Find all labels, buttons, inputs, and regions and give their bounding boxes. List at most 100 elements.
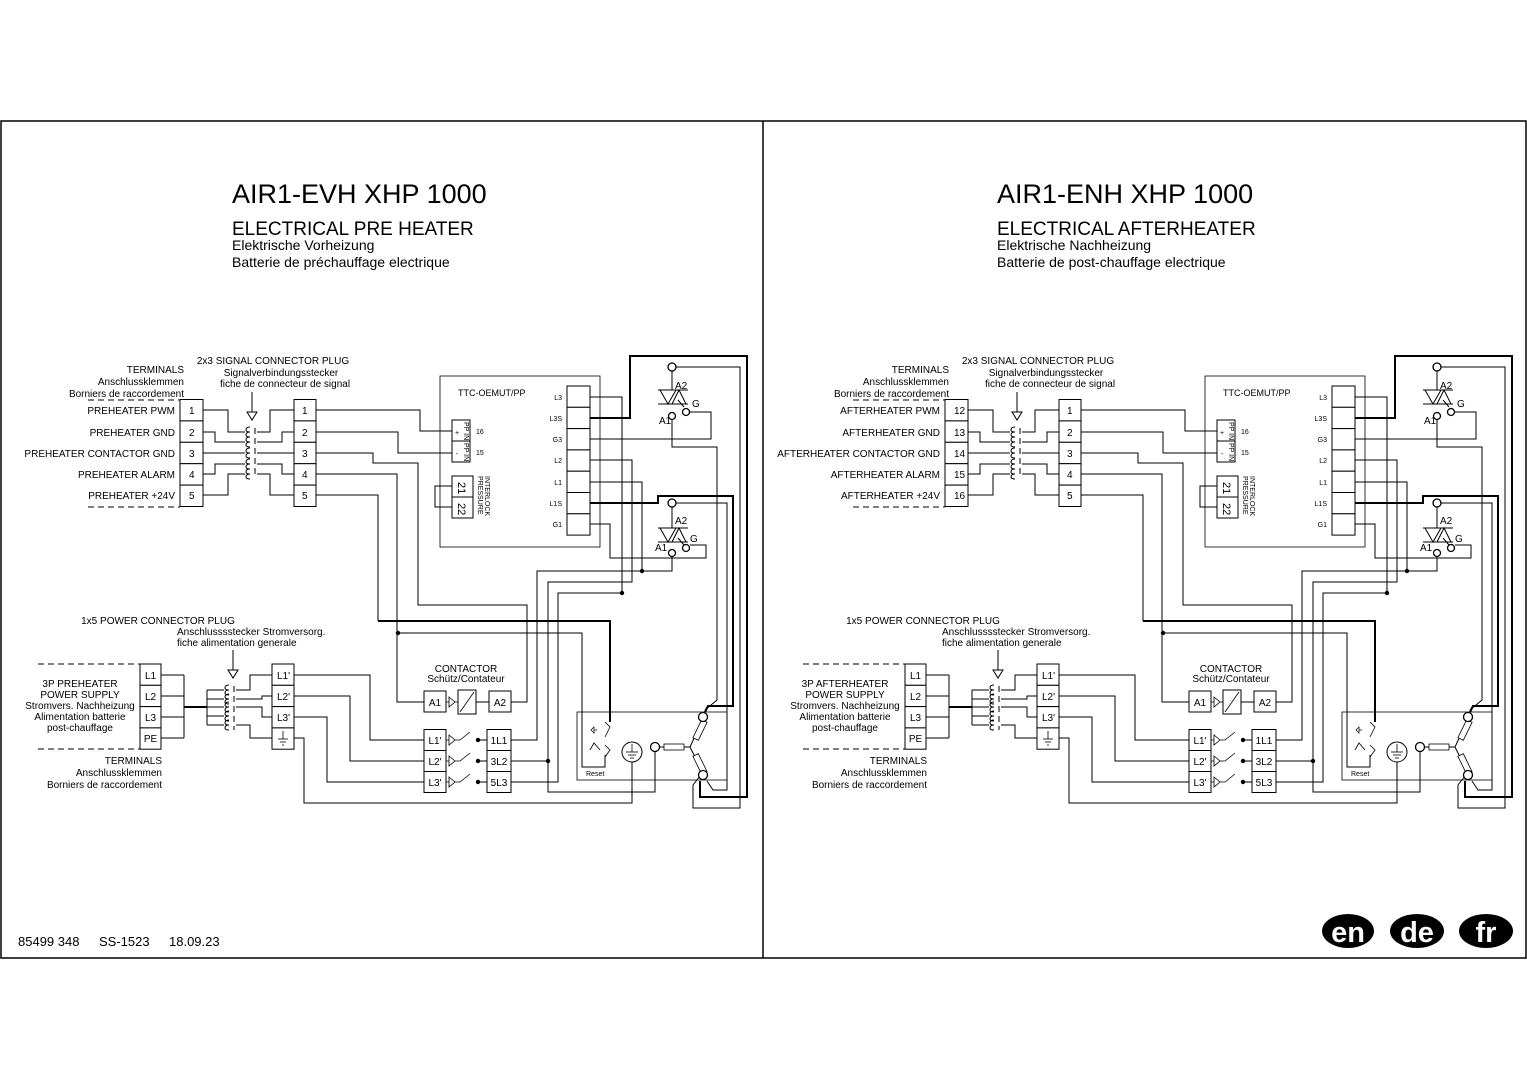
ttc-oemut-controller xyxy=(1204,375,1366,548)
triac-g-label: G xyxy=(690,534,698,545)
connector-coupling-icon xyxy=(224,710,230,722)
triac-a2-label: A2 xyxy=(1440,516,1453,527)
terminals-label-de: Anschlussklemmen xyxy=(98,377,184,388)
language-badge-fr: fr xyxy=(1459,914,1513,949)
signal-terminal-5 xyxy=(944,484,969,508)
plug-pin-number: 5 xyxy=(302,491,308,502)
contactor-input-label: L2' xyxy=(1193,757,1206,768)
junction-dot xyxy=(545,758,551,764)
signal-plug-label: 2x3 SIGNAL CONNECTOR PLUG xyxy=(962,356,1114,367)
pp-in-label: PP IN xyxy=(462,422,469,440)
heater-element-box xyxy=(1341,711,1493,781)
wire xyxy=(236,674,272,691)
contactor-output-label: 5L3 xyxy=(1256,778,1273,789)
connector-coupling-icon xyxy=(989,719,995,731)
power-plug-label-de: Anschlusssstecker Stromversorg. xyxy=(177,627,325,638)
heating-element-star-icon xyxy=(1424,719,1473,775)
triac-2-gate-terminal xyxy=(681,543,691,553)
wire xyxy=(590,355,748,798)
plug-pointer-icon xyxy=(992,650,1004,679)
triac-a1-label: A1 xyxy=(1420,543,1433,554)
power-supply-label: post-chauffage xyxy=(47,723,113,734)
power-supply-label: 3P AFTERHEATER xyxy=(802,679,889,690)
terminals-label-de: Anschlussklemmen xyxy=(841,768,927,779)
contactor-input-label: L1' xyxy=(1193,736,1206,747)
diagram-title: AIR1-ENH XHP 1000 xyxy=(997,179,1253,209)
doc-number: 85499 348 xyxy=(18,934,79,949)
interlock-pin: 22 xyxy=(455,503,467,515)
terminals-label-fr: Borniers de raccordement xyxy=(47,780,162,791)
contactor-output-label: 5L3 xyxy=(491,778,508,789)
wire xyxy=(1022,463,1059,475)
power-plug-pin-label: L1' xyxy=(1042,671,1055,682)
ttc-terminal-label: L1 xyxy=(1319,480,1327,487)
wire xyxy=(1001,724,1037,739)
wire xyxy=(316,473,424,703)
wire xyxy=(1436,420,1483,711)
contactor-output-label: 1L1 xyxy=(1256,736,1273,747)
power-supply-label: Stromvers. Nachheizung xyxy=(790,701,900,712)
triac-1-a2-terminal xyxy=(1432,362,1442,372)
wire xyxy=(203,463,245,475)
contactor-output-2 xyxy=(486,771,512,793)
power-plug-label-fr: fiche alimentation generale xyxy=(177,638,297,649)
ttc-terminal-label: G1 xyxy=(553,522,562,529)
wire xyxy=(257,463,294,475)
heating-element-star-icon xyxy=(659,719,708,775)
connector-coupling-icon xyxy=(245,436,251,448)
ttc-terminal-6 xyxy=(566,513,591,536)
signal-plug-label-fr: fiche de connecteur de signal xyxy=(985,379,1115,390)
pp-in-label: PP IN xyxy=(1227,422,1234,440)
plug-pin-number: 2 xyxy=(302,428,308,439)
wire xyxy=(590,495,734,713)
wire xyxy=(1022,431,1059,443)
ttc-terminal-label: G1 xyxy=(1318,522,1327,529)
contactor-input-label: L1' xyxy=(428,736,441,747)
terminal-number: 13 xyxy=(954,428,966,439)
terminals-label: TERMINALS xyxy=(105,756,163,767)
ttc-terminal-label: L1S xyxy=(550,501,563,508)
triac-2-a2-terminal xyxy=(667,498,677,508)
power-plug-pin-label: L2' xyxy=(1042,692,1055,703)
power-terminal-label: L1 xyxy=(145,671,157,682)
ttc-title: TTC-OEMUT/PP xyxy=(1223,388,1291,398)
terminal-label: PREHEATER ALARM xyxy=(78,470,175,481)
triac-a1-label: A1 xyxy=(655,543,668,554)
wire xyxy=(378,620,611,722)
contactor-switch-icon xyxy=(446,752,471,767)
power-terminal-3 xyxy=(139,727,162,750)
wire xyxy=(203,431,245,443)
wire xyxy=(236,724,272,739)
ttc-oemut-controller xyxy=(439,375,601,548)
reset-label: Reset xyxy=(1351,771,1369,778)
ttc-terminal-2 xyxy=(1331,428,1356,451)
ttc-terminal-label: L2 xyxy=(1319,458,1327,465)
ttc-terminal-label: L1S xyxy=(1315,501,1328,508)
signal-plug-label-de: Signalverbindungsstecker xyxy=(989,368,1104,379)
power-terminal-label: L3 xyxy=(910,713,922,724)
language-en: en xyxy=(1331,917,1365,949)
wire xyxy=(257,473,294,496)
wire xyxy=(1001,706,1037,718)
wire xyxy=(590,523,707,559)
power-terminal-label: L1 xyxy=(910,671,922,682)
wire xyxy=(1059,716,1189,783)
wire xyxy=(590,396,623,593)
triac-1-gate-terminal xyxy=(1446,407,1456,417)
heater-terminal-top xyxy=(697,711,709,723)
wire xyxy=(1276,557,1438,741)
wire xyxy=(434,485,452,508)
power-plug-label: 1x5 POWER CONNECTOR PLUG xyxy=(81,616,235,627)
ttc-terminal-4 xyxy=(566,470,591,494)
contactor-a2-terminal xyxy=(488,690,512,713)
triac-1-a2-terminal xyxy=(667,362,677,372)
junction-dot xyxy=(1160,630,1166,636)
wire xyxy=(968,463,1010,475)
power-plug-label-de: Anschlusssstecker Stromversorg. xyxy=(942,627,1090,638)
terminals-label-fr: Borniers de raccordement xyxy=(834,389,949,400)
heater-element-box xyxy=(576,711,728,781)
plug-pin-number: 3 xyxy=(302,449,308,460)
contactor-coil-icon xyxy=(1211,696,1223,708)
plug-pin-number: 2 xyxy=(1067,428,1073,439)
ttc-terminal-5 xyxy=(1331,492,1356,515)
